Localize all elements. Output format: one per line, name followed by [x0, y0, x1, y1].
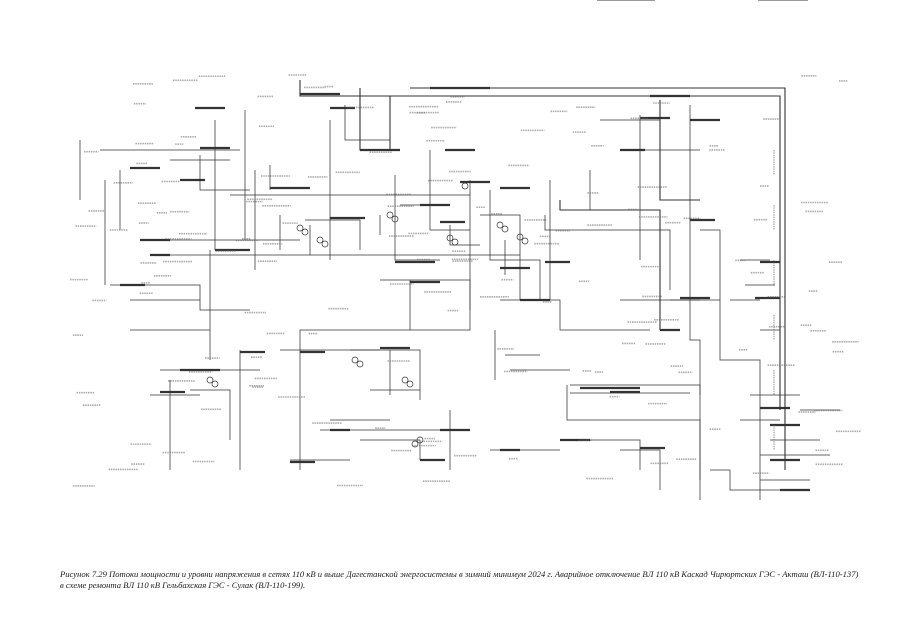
transformer-node [461, 182, 469, 190]
transformer-node [301, 228, 309, 236]
transformer-node [386, 211, 394, 219]
line-segment [570, 384, 701, 395]
line-segment [410, 87, 786, 470]
line-segment [360, 439, 421, 460]
transformer-node [451, 238, 459, 246]
line-segment [449, 225, 480, 246]
transformer-node [406, 380, 414, 388]
transformer-node [521, 237, 529, 245]
transmission-lines [79, 80, 840, 500]
line-segment [305, 219, 361, 250]
line-segment [359, 88, 365, 151]
line-segment [480, 214, 521, 255]
line-segment [190, 389, 231, 440]
transformer-node [411, 440, 419, 448]
line-segment [350, 349, 421, 400]
line-segment [620, 449, 661, 490]
transformer-node [321, 240, 329, 248]
transformer-node [356, 360, 364, 368]
transformer-node [501, 225, 509, 233]
line-segment [710, 469, 780, 491]
power-flow-diagram [70, 74, 861, 500]
line-segment [719, 275, 761, 500]
line-labels [70, 74, 861, 487]
line-segment [566, 385, 701, 480]
line-segment [689, 105, 701, 500]
line-segment [500, 299, 650, 331]
line-segment [199, 155, 250, 191]
line-segment [700, 229, 721, 275]
line-segment [110, 284, 250, 311]
line-segment [394, 175, 440, 261]
transformer-node [296, 224, 304, 232]
scan-edge-mark-left [597, 0, 655, 1]
line-segment [489, 190, 541, 300]
line-segment [299, 180, 471, 470]
line-segment [380, 279, 471, 310]
line-segment [344, 105, 390, 141]
line-segment [429, 150, 470, 231]
line-segment [659, 100, 700, 201]
transformer-node [316, 236, 324, 244]
transformer-node [206, 376, 214, 384]
line-segment [560, 439, 641, 470]
line-segment [299, 80, 781, 410]
transformer-node [211, 380, 219, 388]
line-segment [559, 200, 661, 330]
scan-edge-mark-right [758, 0, 808, 1]
transformer-node [401, 376, 409, 384]
transformer-node [351, 356, 359, 364]
transformer-node [496, 221, 504, 229]
line-segment [544, 215, 671, 290]
figure-caption: Рисунок 7.29 Потоки мощности и уровни на… [60, 569, 859, 591]
